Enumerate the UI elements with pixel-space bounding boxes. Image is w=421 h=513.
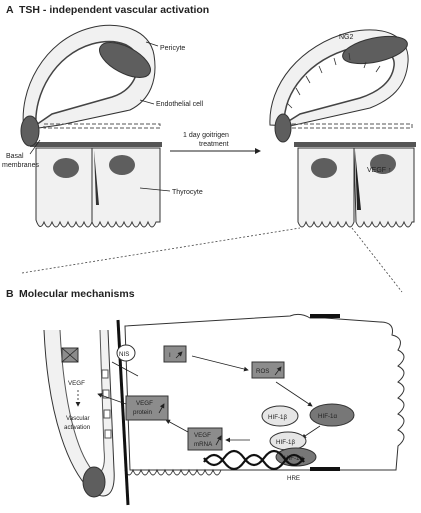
ros-label: ROS xyxy=(256,368,269,375)
nis-symporter xyxy=(116,344,136,362)
vegf-protein-label-line1: VEGF xyxy=(136,400,153,407)
endothelial-junctions xyxy=(101,369,112,439)
hif1b-pill-top xyxy=(261,405,299,427)
mrna-increase-arrow xyxy=(215,435,222,446)
arrow-ros-to-hif xyxy=(275,381,313,407)
iodide-label: I xyxy=(169,352,171,359)
hif1a-bottom-label: HIF-1α xyxy=(284,455,303,462)
vascular-label-line1: Vascular xyxy=(66,415,90,422)
endothelial-lining xyxy=(43,123,161,129)
thyrocyte-label: Thyrocyte xyxy=(172,189,203,196)
thyrocyte-cell-right xyxy=(91,147,161,228)
basal-membrane xyxy=(294,142,416,147)
vegf-mrna-box xyxy=(187,427,223,451)
thyrocyte-nucleus xyxy=(311,158,337,178)
basal-membrane xyxy=(30,142,162,147)
thyrocyte-nucleus xyxy=(370,154,396,174)
thyrocyte-pointer xyxy=(139,187,171,192)
hre-label: HRE xyxy=(287,475,300,482)
thyrocyte-nucleus xyxy=(53,158,79,178)
arrow-mrna-to-protein xyxy=(165,419,189,433)
zoom-line-right xyxy=(351,227,403,293)
endothelial-nucleus xyxy=(20,115,40,147)
basal-label-line2: membranes xyxy=(2,162,39,169)
ng2-label: NG2 xyxy=(339,34,354,41)
arrow-hif-to-dna xyxy=(301,425,321,439)
iodide-decrease-arrow xyxy=(175,351,183,359)
ng2-spikes xyxy=(286,52,381,109)
nis-strike xyxy=(111,361,139,377)
vegf-up-label: VEGF ↑ xyxy=(367,167,392,174)
cell-junction xyxy=(355,150,361,210)
endothelial-nucleus xyxy=(274,113,292,143)
vegf-protein-label-line2: protein xyxy=(133,409,152,416)
thyrocyte-cell-right xyxy=(353,147,415,228)
arrow-protein-to-vegf xyxy=(97,393,127,405)
basal-label-line1: Basal xyxy=(6,153,24,160)
zoom-line-left xyxy=(21,227,301,274)
panel-a-title: TSH - independent vascular activation xyxy=(19,4,209,16)
panel-b-title: Molecular mechanisms xyxy=(19,288,135,300)
basal-pointer xyxy=(29,139,41,155)
pericyte-pointer xyxy=(145,41,159,47)
cell-junction xyxy=(94,150,99,205)
vegf-mrna-label-line1: VEGF xyxy=(194,432,211,439)
endothelial-pointer xyxy=(139,99,155,105)
vascular-label-line2: activation xyxy=(64,424,91,431)
hif1a-pill-top xyxy=(309,403,355,427)
pericyte-nucleus xyxy=(342,35,408,65)
iodide-box xyxy=(163,345,187,363)
thyrocyte-cell-outline xyxy=(124,313,405,471)
microvilli xyxy=(124,468,222,476)
pericyte-nucleus xyxy=(99,42,151,78)
capillary-after xyxy=(269,29,416,228)
dna-strand-b xyxy=(203,449,305,467)
treatment-label-line2: treatment xyxy=(199,141,229,148)
endothelial-label: Endothelial cell xyxy=(156,101,204,108)
hif1a-top-label: HIF-1α xyxy=(318,413,337,420)
thyrocyte-nucleus xyxy=(109,155,135,175)
nis-label: NIS xyxy=(119,351,129,358)
treatment-label-line1: 1 day goitrigen xyxy=(183,132,229,139)
capillary-lumen xyxy=(59,329,105,474)
protein-increase-arrow xyxy=(158,403,165,414)
ros-increase-arrow xyxy=(274,366,282,376)
panel-a-letter: A xyxy=(6,4,14,16)
cross-icon xyxy=(61,347,79,363)
pericyte-label: Pericyte xyxy=(160,45,185,52)
hif1b-top-label: HIF-1β xyxy=(268,414,287,421)
vegf-mrna-label-line2: mRNA xyxy=(194,441,213,448)
vegf-label: VEGF xyxy=(68,380,85,387)
arrow-iodide-to-ros xyxy=(191,355,249,372)
endothelial-nucleus xyxy=(82,466,106,498)
endothelial-lining xyxy=(291,123,413,129)
capillary-before xyxy=(20,24,162,228)
panel-b-letter: B xyxy=(6,288,14,300)
hif1b-bottom-label: HIF-1β xyxy=(276,439,295,446)
